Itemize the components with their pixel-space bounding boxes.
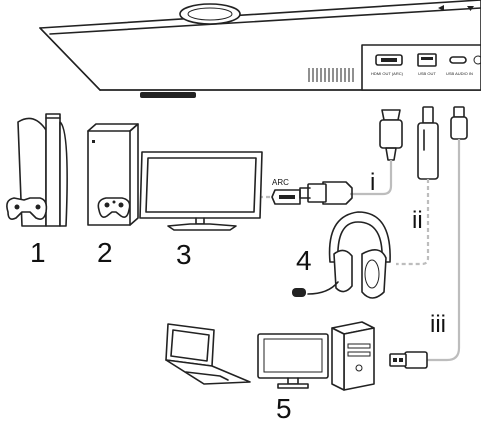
laptop-icon <box>165 323 251 385</box>
xbox-console-icon <box>87 123 139 226</box>
tv-monitor-icon <box>139 151 263 231</box>
hdmi-port <box>375 54 403 66</box>
desktop-monitor-icon <box>257 333 329 389</box>
playstation-console-icon <box>6 113 68 227</box>
device-number-1: 1 <box>30 237 46 268</box>
hdmi-cable <box>252 109 403 215</box>
base-station: HDMI OUT (ARC) USB OUT USB AUDIO IN <box>39 0 481 98</box>
desktop-tower-icon <box>331 321 375 391</box>
hdmi-port-label: HDMI OUT (ARC) <box>371 71 404 76</box>
arc-label: ARC <box>272 178 289 187</box>
usb-c-port <box>449 56 467 64</box>
headset-icon <box>292 211 391 299</box>
device-number-3: 3 <box>176 239 192 270</box>
device-number-2: 2 <box>97 237 113 268</box>
vent-grille-icon <box>308 68 354 82</box>
usb-dongle <box>396 106 439 266</box>
connection-label-iii: iii <box>430 311 446 338</box>
device-number-4: 4 <box>296 245 312 276</box>
connection-label-i: i <box>370 169 375 196</box>
computer-icon <box>165 321 375 391</box>
usb-cable <box>389 106 468 369</box>
audio-port-label: USB AUDIO IN <box>446 71 473 76</box>
usb-port <box>417 53 437 67</box>
usb-port-label: USB OUT <box>418 71 436 76</box>
device-number-5: 5 <box>276 393 292 424</box>
connection-label-ii: ii <box>412 207 423 234</box>
